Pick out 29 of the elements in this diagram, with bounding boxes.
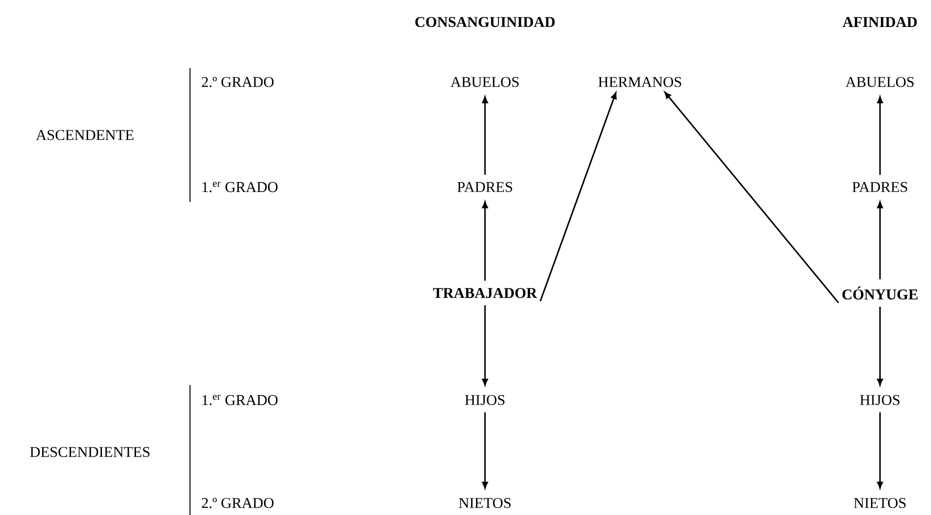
arrow (877, 412, 883, 489)
kinship-label: PADRES (457, 182, 512, 192)
kinship-label: NIETOS (854, 498, 906, 508)
arrow (877, 96, 883, 175)
column-heading: CONSANGUINIDAD (415, 16, 555, 28)
kinship-label: NIETOS (458, 498, 511, 508)
kinship-label: TRABAJADOR (433, 288, 538, 298)
column-heading: AFINIDAD (842, 17, 917, 27)
degree-label: 1.$^{er}$ GRADO (202, 182, 278, 192)
kinship-label: HIJOS (860, 394, 900, 406)
arrow (877, 306, 883, 386)
group-label: DESCENDIENTES (30, 446, 150, 458)
arrow (877, 201, 883, 280)
arrow (482, 201, 488, 281)
kinship-label: CÓNYUGE (842, 286, 918, 300)
degree-label: 2.º GRADO (202, 76, 274, 88)
arrow (482, 305, 488, 386)
arrow (482, 96, 488, 175)
kinship-label: HIJOS (465, 394, 504, 406)
arrow (482, 412, 488, 489)
degree-label: 1.$^{er}$ GRADO (202, 394, 278, 406)
arrow (540, 92, 617, 302)
kinship-label: ABUELOS (450, 76, 519, 88)
kinship-label: PADRES (852, 182, 908, 192)
arrow (664, 92, 840, 304)
group-label: ASCENDENTE (36, 130, 134, 140)
degree-label: 2.º GRADO (202, 498, 274, 508)
kinship-label: ABUELOS (846, 76, 914, 88)
kinship-label: HERMANOS (598, 76, 682, 88)
